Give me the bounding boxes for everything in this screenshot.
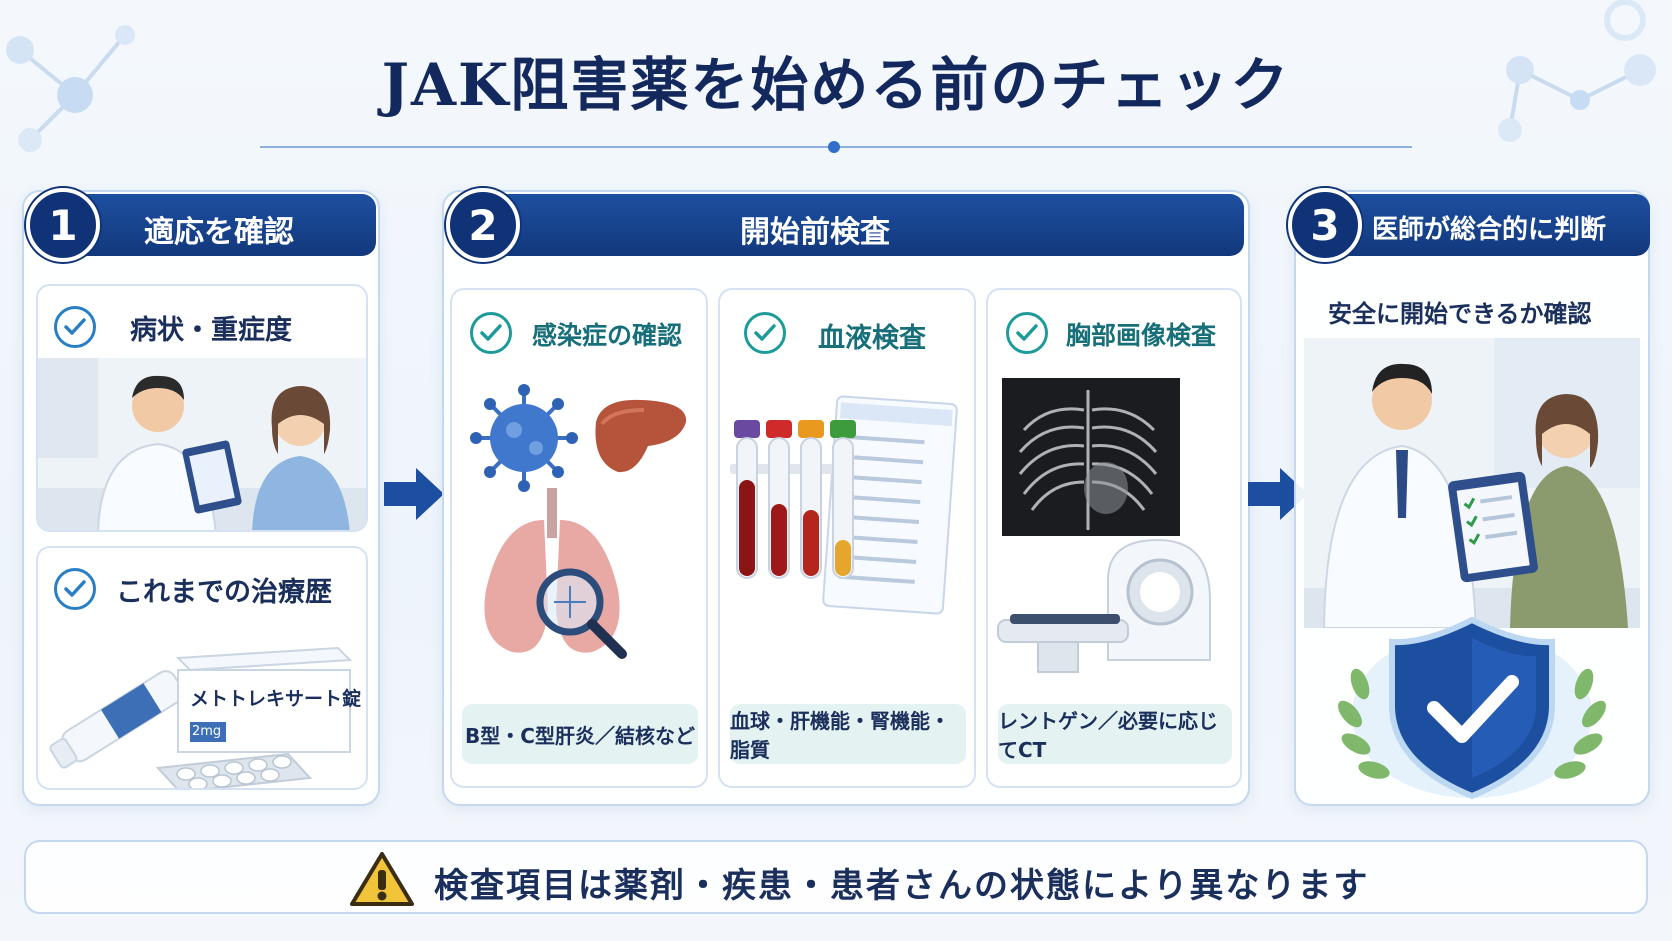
card-caption: レントゲン／必要に応じてCT	[998, 704, 1232, 764]
card-caption: B型・C型肝炎／結核など	[462, 704, 698, 764]
medicine-dose-label: 2mg	[192, 724, 222, 739]
step-3-number: 3	[1288, 188, 1362, 262]
step-1-card-condition: 病状・重症度	[36, 284, 368, 532]
footer-note: 検査項目は薬剤・疾患・患者さんの状態により異なります	[24, 840, 1648, 914]
molecule-decoration-right	[1498, 0, 1656, 142]
step-3-subtitle: 安全に開始できるか確認	[1328, 300, 1592, 328]
warning-icon	[350, 852, 414, 906]
card-title: 血液検査	[818, 323, 926, 354]
card-title: 感染症の確認	[532, 321, 683, 350]
page-title: JAK阻害薬を始める前のチェック	[381, 51, 1291, 119]
step-2-card-blood-test: 血液検査 血球・肝機能・腎機能・脂質	[718, 288, 976, 788]
card-caption: 血球・肝機能・腎機能・脂質	[730, 704, 966, 764]
card-title: 胸部画像検査	[1066, 321, 1217, 350]
shield-check-icon	[1338, 616, 1606, 800]
medicine-box-label: メトトレキサート錠	[190, 688, 362, 710]
step-3-label: 医師が総合的に判断	[1372, 215, 1607, 245]
step-2-number: 2	[446, 188, 520, 262]
medicine-illustration	[49, 646, 353, 788]
step-2-header: 2 開始前検査	[446, 188, 1244, 262]
check-icon	[54, 568, 96, 610]
blood-tubes-illustration	[730, 395, 958, 615]
doctor-consultation-illustration	[38, 358, 366, 530]
check-icon	[744, 312, 786, 354]
step-1-card-history: これまでの治療歴 メトトレキサート錠 2mg	[36, 546, 368, 790]
step-2-card-chest-imaging: 胸部画像検査 レントゲン／必要に応じてCT	[986, 288, 1242, 788]
check-icon	[470, 312, 512, 354]
doctor-explaining-illustration	[1304, 338, 1640, 628]
title-divider-dot	[828, 141, 840, 153]
flow-arrow-2	[1248, 468, 1308, 520]
virus-liver-lung-illustration	[470, 384, 687, 659]
step-1-header: 1 適応を確認	[26, 188, 376, 262]
card-title: これまでの治療歴	[116, 577, 332, 608]
card-title: 病状・重症度	[130, 315, 292, 346]
step-1-number: 1	[26, 188, 100, 262]
flow-arrow-1	[384, 468, 444, 520]
step-2-card-infection: 感染症の確認 B型・C型肝炎／結核など	[450, 288, 708, 788]
footer-text: 検査項目は薬剤・疾患・患者さんの状態により異なります	[434, 866, 1370, 906]
check-icon	[54, 306, 96, 348]
step-2-label: 開始前検査	[740, 215, 890, 250]
xray-ct-illustration	[997, 378, 1211, 673]
step-1-label: 適応を確認	[144, 215, 294, 250]
step-3-header: 3 医師が総合的に判断	[1288, 188, 1650, 262]
check-icon	[1006, 312, 1048, 354]
molecule-decoration-left	[6, 25, 135, 152]
